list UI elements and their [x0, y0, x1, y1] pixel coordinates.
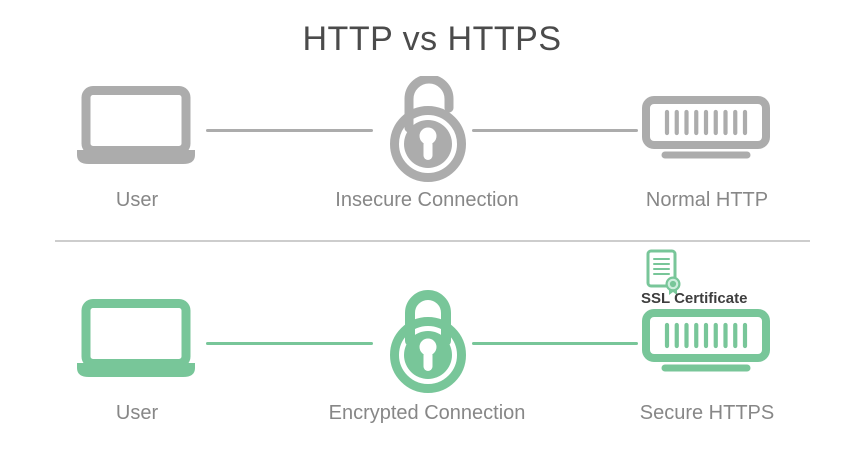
row-divider [55, 240, 810, 242]
connection-line [472, 342, 638, 345]
page-title: HTTP vs HTTPS [302, 20, 562, 58]
laptop-icon [74, 86, 198, 168]
connection-line [206, 342, 373, 345]
label-user: User [115, 189, 159, 211]
open-padlock-icon [382, 74, 474, 186]
server-icon [642, 96, 770, 160]
closed-padlock-icon [382, 287, 474, 397]
laptop-icon [74, 299, 198, 381]
label-user: User [115, 402, 159, 424]
connection-line [206, 129, 373, 132]
label-normal-http: Normal HTTP [645, 189, 769, 211]
label-encrypted-connection: Encrypted Connection [328, 402, 526, 424]
certificate-icon [641, 249, 687, 297]
server-icon [642, 309, 770, 373]
label-insecure-connection: Insecure Connection [335, 189, 519, 211]
connection-line [472, 129, 638, 132]
label-ssl-certificate: SSL Certificate [641, 290, 748, 307]
label-secure-https: Secure HTTPS [639, 402, 775, 424]
